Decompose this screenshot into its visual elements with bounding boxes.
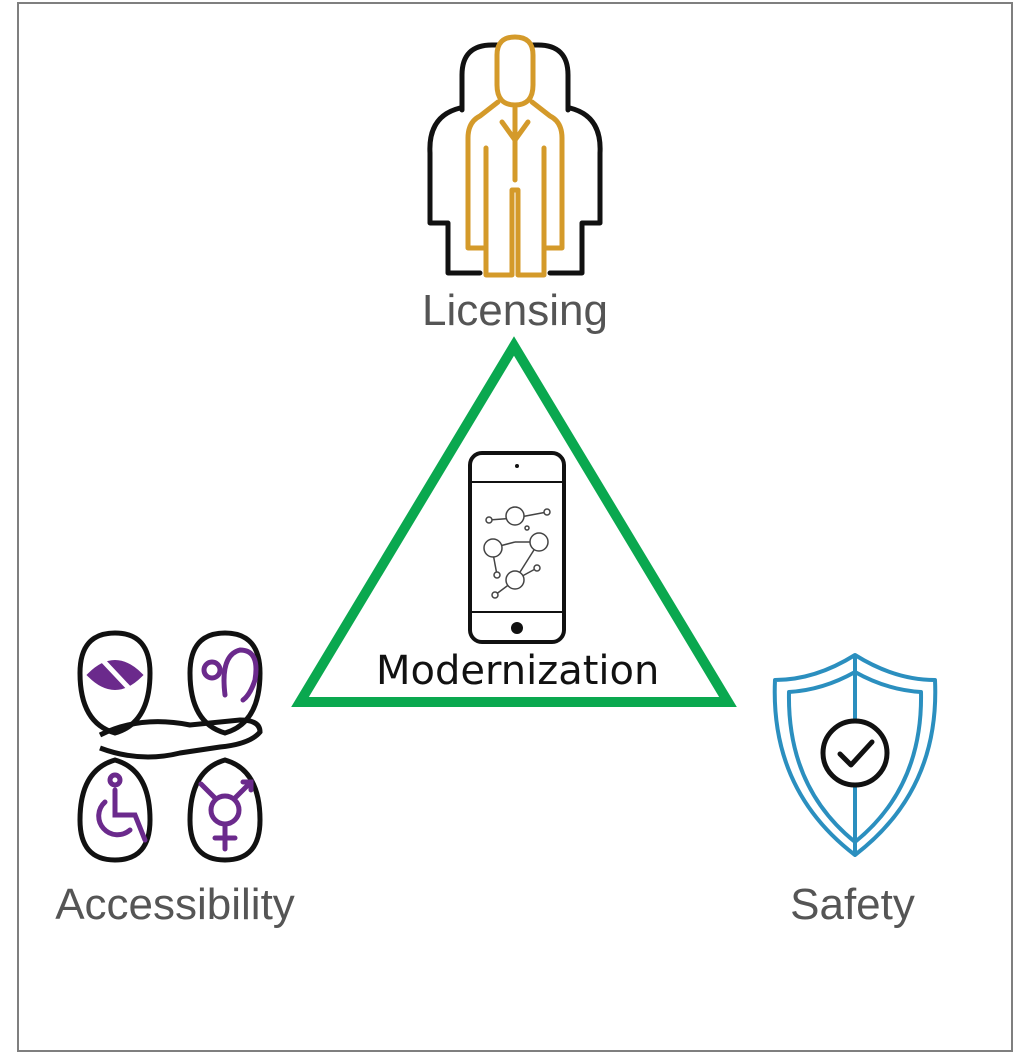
people-group-icon <box>427 34 603 278</box>
accessibility-icons <box>77 630 263 863</box>
shield-check-icon <box>772 653 938 857</box>
safety-label: Safety <box>790 880 915 929</box>
licensing-label: Licensing <box>422 286 608 335</box>
accessibility-label: Accessibility <box>55 880 295 929</box>
smartphone-network-icon <box>468 451 566 644</box>
modernization-label: Modernization <box>376 648 660 694</box>
